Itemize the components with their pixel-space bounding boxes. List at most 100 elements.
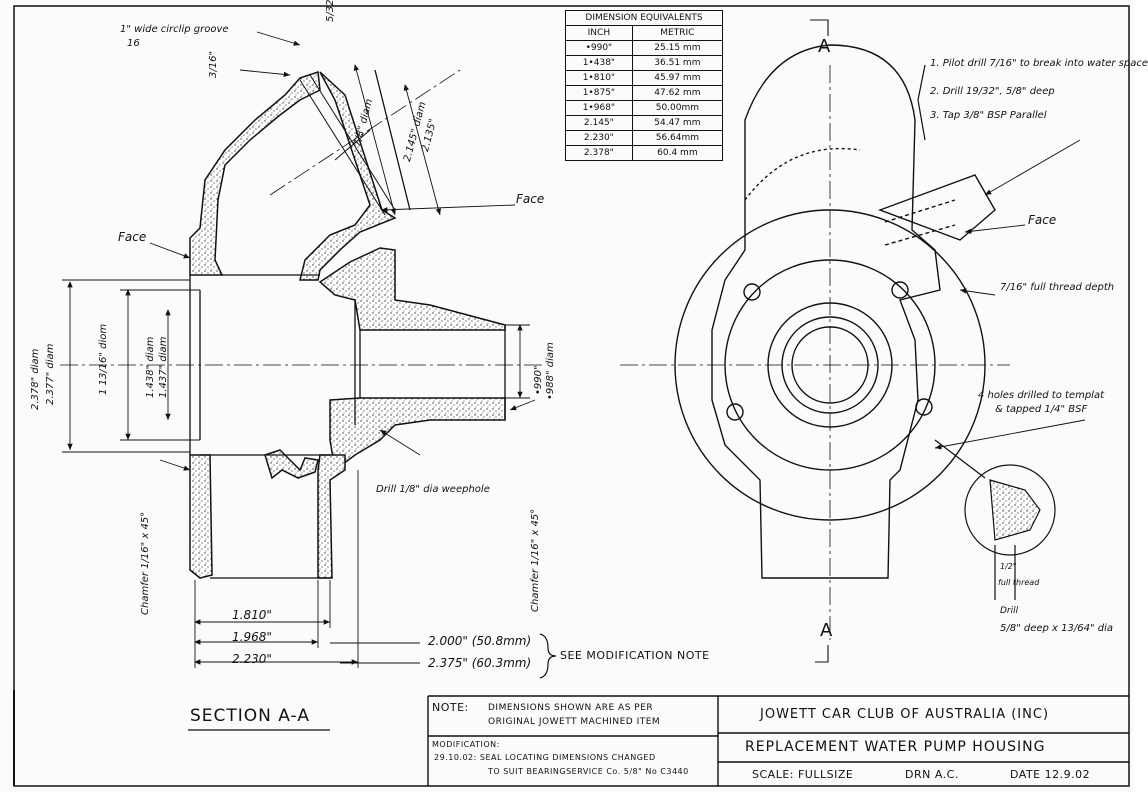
metric-cell: 45.97 mm	[631, 70, 724, 86]
dia-1438: 1.438" diam	[145, 336, 156, 398]
inch-cell: 2.230"	[565, 130, 633, 146]
detail-full: full thread	[998, 578, 1040, 587]
section-label: SECTION A-A	[190, 706, 310, 726]
note-label: NOTE:	[432, 701, 469, 714]
inch-cell: 2.145"	[565, 115, 633, 131]
step-3: 3. Tap 3/8" BSP Parallel	[930, 110, 1047, 121]
boss-port	[877, 174, 996, 241]
housing-outline	[711, 44, 941, 579]
metric-cell: 50.00mm	[631, 100, 724, 116]
detail-drill-size: 5/8" deep x 13/64" dia	[1000, 623, 1113, 634]
inch-cell: 1•810"	[565, 70, 633, 86]
hidden-arc	[744, 147, 861, 201]
sheet-border	[13, 5, 1130, 787]
table-row: 1•438"36.51 mm	[565, 55, 724, 71]
step-1: 1. Pilot drill 7/16" to break into water…	[930, 58, 1148, 69]
face-label-left: Face	[118, 230, 147, 244]
boss-lower-section	[329, 397, 506, 472]
note-text-1: DIMENSIONS SHOWN ARE AS PER	[488, 703, 654, 713]
title-block	[427, 695, 1129, 786]
table-row: 1•875"47.62 mm	[565, 85, 724, 101]
table-row: 2.145"54.47 mm	[565, 115, 724, 131]
length-2000: 2.000" (50.8mm)	[428, 634, 532, 648]
section-dimensions	[62, 31, 536, 668]
table-row: 2.230"56.64mm	[565, 130, 724, 146]
inch-cell: •990"	[565, 40, 633, 56]
thread-depth: 7/16" full thread depth	[1000, 282, 1115, 293]
length-2230: 2.230"	[232, 652, 272, 666]
chamfer-right: Chamfer 1/16" x 45°	[530, 508, 541, 612]
inch-cell: 1•875"	[565, 85, 633, 101]
mod-label: MODIFICATION:	[432, 740, 500, 749]
scale-field: SCALE: FULLSIZE	[752, 768, 854, 781]
circlip-frac: 16	[127, 38, 140, 49]
club-name: JOWETT CAR CLUB OF AUSTRALIA (INC)	[760, 707, 1050, 722]
end-view-leaders	[917, 64, 1086, 450]
end-centrelines	[620, 65, 1010, 640]
dia-2377: 2.377" diam	[45, 343, 56, 405]
dia-2378: 2.378" diam	[30, 348, 41, 410]
length-1968: 1.968"	[232, 630, 272, 644]
equivalents-title: DIMENSION EQUIVALENTS	[565, 10, 723, 26]
holes-note-2: & tapped 1/4" BSF	[995, 404, 1088, 415]
length-1810: 1.810"	[232, 608, 272, 622]
metric-cell: 47.62 mm	[631, 85, 724, 101]
note-text-2: ORIGINAL JOWETT MACHINED ITEM	[488, 717, 661, 727]
lower-wall-left	[189, 454, 213, 579]
inch-cell: 2.378"	[565, 145, 633, 161]
step-2: 2. Drill 19/32", 5/8" deep	[930, 86, 1055, 97]
face-label-end: Face	[1028, 213, 1057, 227]
holes-note-1: 4 holes drilled to templat	[978, 390, 1104, 401]
bolt-hole-4	[915, 398, 933, 416]
lower-flange	[264, 449, 319, 480]
upper-wall-section	[189, 70, 321, 276]
dia-988: •988" diam	[545, 342, 556, 400]
col-inch: INCH	[565, 25, 633, 41]
mod-brace	[539, 633, 557, 679]
section-view	[189, 70, 506, 579]
metric-cell: 54.47 mm	[631, 115, 724, 131]
dia-1437: 1.437" diam	[158, 336, 169, 398]
mod-text-2: TO SUIT BEARINGSERVICE Co. 5/8" No C3440	[488, 767, 689, 776]
table-row: 1•810"45.97 mm	[565, 70, 724, 86]
dimension-equivalents-table: DIMENSION EQUIVALENTS INCH METRIC •990"2…	[565, 10, 724, 161]
table-row: 2.378"60.4 mm	[565, 145, 724, 161]
inch-cell: 1•438"	[565, 55, 633, 71]
face-label-top: Face	[516, 192, 545, 206]
circlip-note: 1" wide circlip groove	[120, 24, 229, 35]
length-2375: 2.375" (60.3mm)	[428, 656, 532, 670]
mod-text-1: 29.10.02: SEAL LOCATING DIMENSIONS CHANG…	[434, 753, 656, 762]
part-title: REPLACEMENT WATER PUMP HOUSING	[745, 739, 1046, 755]
cut-plane-markers	[810, 19, 829, 663]
weep-hole-note: Drill 1/8" dia weephole	[376, 484, 490, 495]
depth-dim: 3/16"	[208, 50, 219, 78]
metric-cell: 36.51 mm	[631, 55, 724, 71]
table-row: 1•968"50.00mm	[565, 100, 724, 116]
port-thread	[884, 199, 956, 246]
metric-cell: 56.64mm	[631, 130, 724, 146]
date-field: DATE 12.9.02	[1010, 768, 1091, 781]
modification-ref: SEE MODIFICATION NOTE	[560, 649, 710, 662]
col-metric: METRIC	[631, 25, 724, 41]
drawn-by-field: DRN A.C.	[905, 768, 959, 781]
cut-label-top: A	[818, 36, 831, 57]
end-view	[674, 44, 996, 579]
bolt-hole-1	[743, 283, 761, 301]
dia-990: •990"	[533, 365, 544, 395]
detail-view	[934, 439, 1056, 600]
chamfer-left: Chamfer 1/16" x 45°	[140, 511, 151, 615]
table-row: •990"25.15 mm	[565, 40, 724, 56]
detail-drill: Drill	[1000, 606, 1019, 616]
detail-half: 1/2"	[1000, 562, 1017, 571]
boss-upper-section	[318, 247, 506, 331]
metric-cell: 25.15 mm	[631, 40, 724, 56]
bolt-hole-2	[891, 281, 909, 299]
metric-cell: 60.4 mm	[631, 145, 724, 161]
groove-dim: 5/32"	[325, 0, 336, 22]
bolt-hole-3	[726, 403, 744, 421]
lower-wall-right	[317, 454, 346, 579]
cut-label-bottom: A	[820, 620, 833, 641]
inch-cell: 1•968"	[565, 100, 633, 116]
